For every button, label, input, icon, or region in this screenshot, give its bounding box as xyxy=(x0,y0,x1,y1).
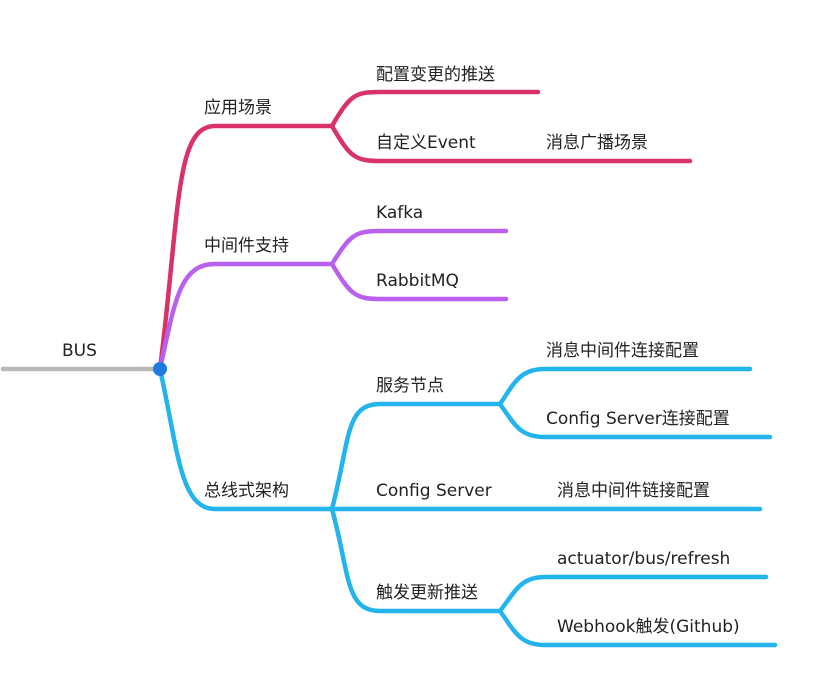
node-mq-link-config: 消息中间件链接配置 xyxy=(557,481,710,501)
edge-apps-push xyxy=(329,89,541,129)
node-broadcast-scene: 消息广播场景 xyxy=(546,133,648,153)
edge-service-node xyxy=(329,401,503,512)
node-rabbitmq: RabbitMQ xyxy=(376,271,459,291)
edge-apps xyxy=(157,123,335,372)
branch-label-arch: 总线式架构 xyxy=(204,481,289,501)
node-trigger-update: 触发更新推送 xyxy=(376,583,478,603)
node-config-server: Config Server xyxy=(376,481,492,501)
root-node-dot xyxy=(153,362,167,376)
node-config-push: 配置变更的推送 xyxy=(376,65,495,85)
node-webhook-trigger: Webhook触发(Github) xyxy=(557,617,740,637)
edge-apps-event xyxy=(329,123,693,164)
edge-middleware xyxy=(157,261,335,372)
edge-node-mq xyxy=(497,366,753,407)
edge-node-cfg xyxy=(497,401,773,440)
node-custom-event: 自定义Event xyxy=(376,133,476,153)
edge-trigger-webhook xyxy=(497,608,778,648)
edge-kafka xyxy=(329,228,509,267)
edge-trigger xyxy=(329,506,503,614)
edge-rabbitmq xyxy=(329,261,509,302)
node-kafka: Kafka xyxy=(376,203,424,223)
edge-arch xyxy=(157,366,335,512)
edge-trigger-actuator xyxy=(497,574,769,614)
node-config-server-connect-config: Config Server连接配置 xyxy=(546,409,730,429)
branch-label-middleware: 中间件支持 xyxy=(204,236,289,256)
node-actuator-refresh: actuator/bus/refresh xyxy=(557,549,731,569)
branch-label-apps: 应用场景 xyxy=(204,98,272,118)
root-label: BUS xyxy=(62,341,97,361)
node-service-node: 服务节点 xyxy=(376,376,444,396)
node-mq-connect-config: 消息中间件连接配置 xyxy=(546,341,699,361)
